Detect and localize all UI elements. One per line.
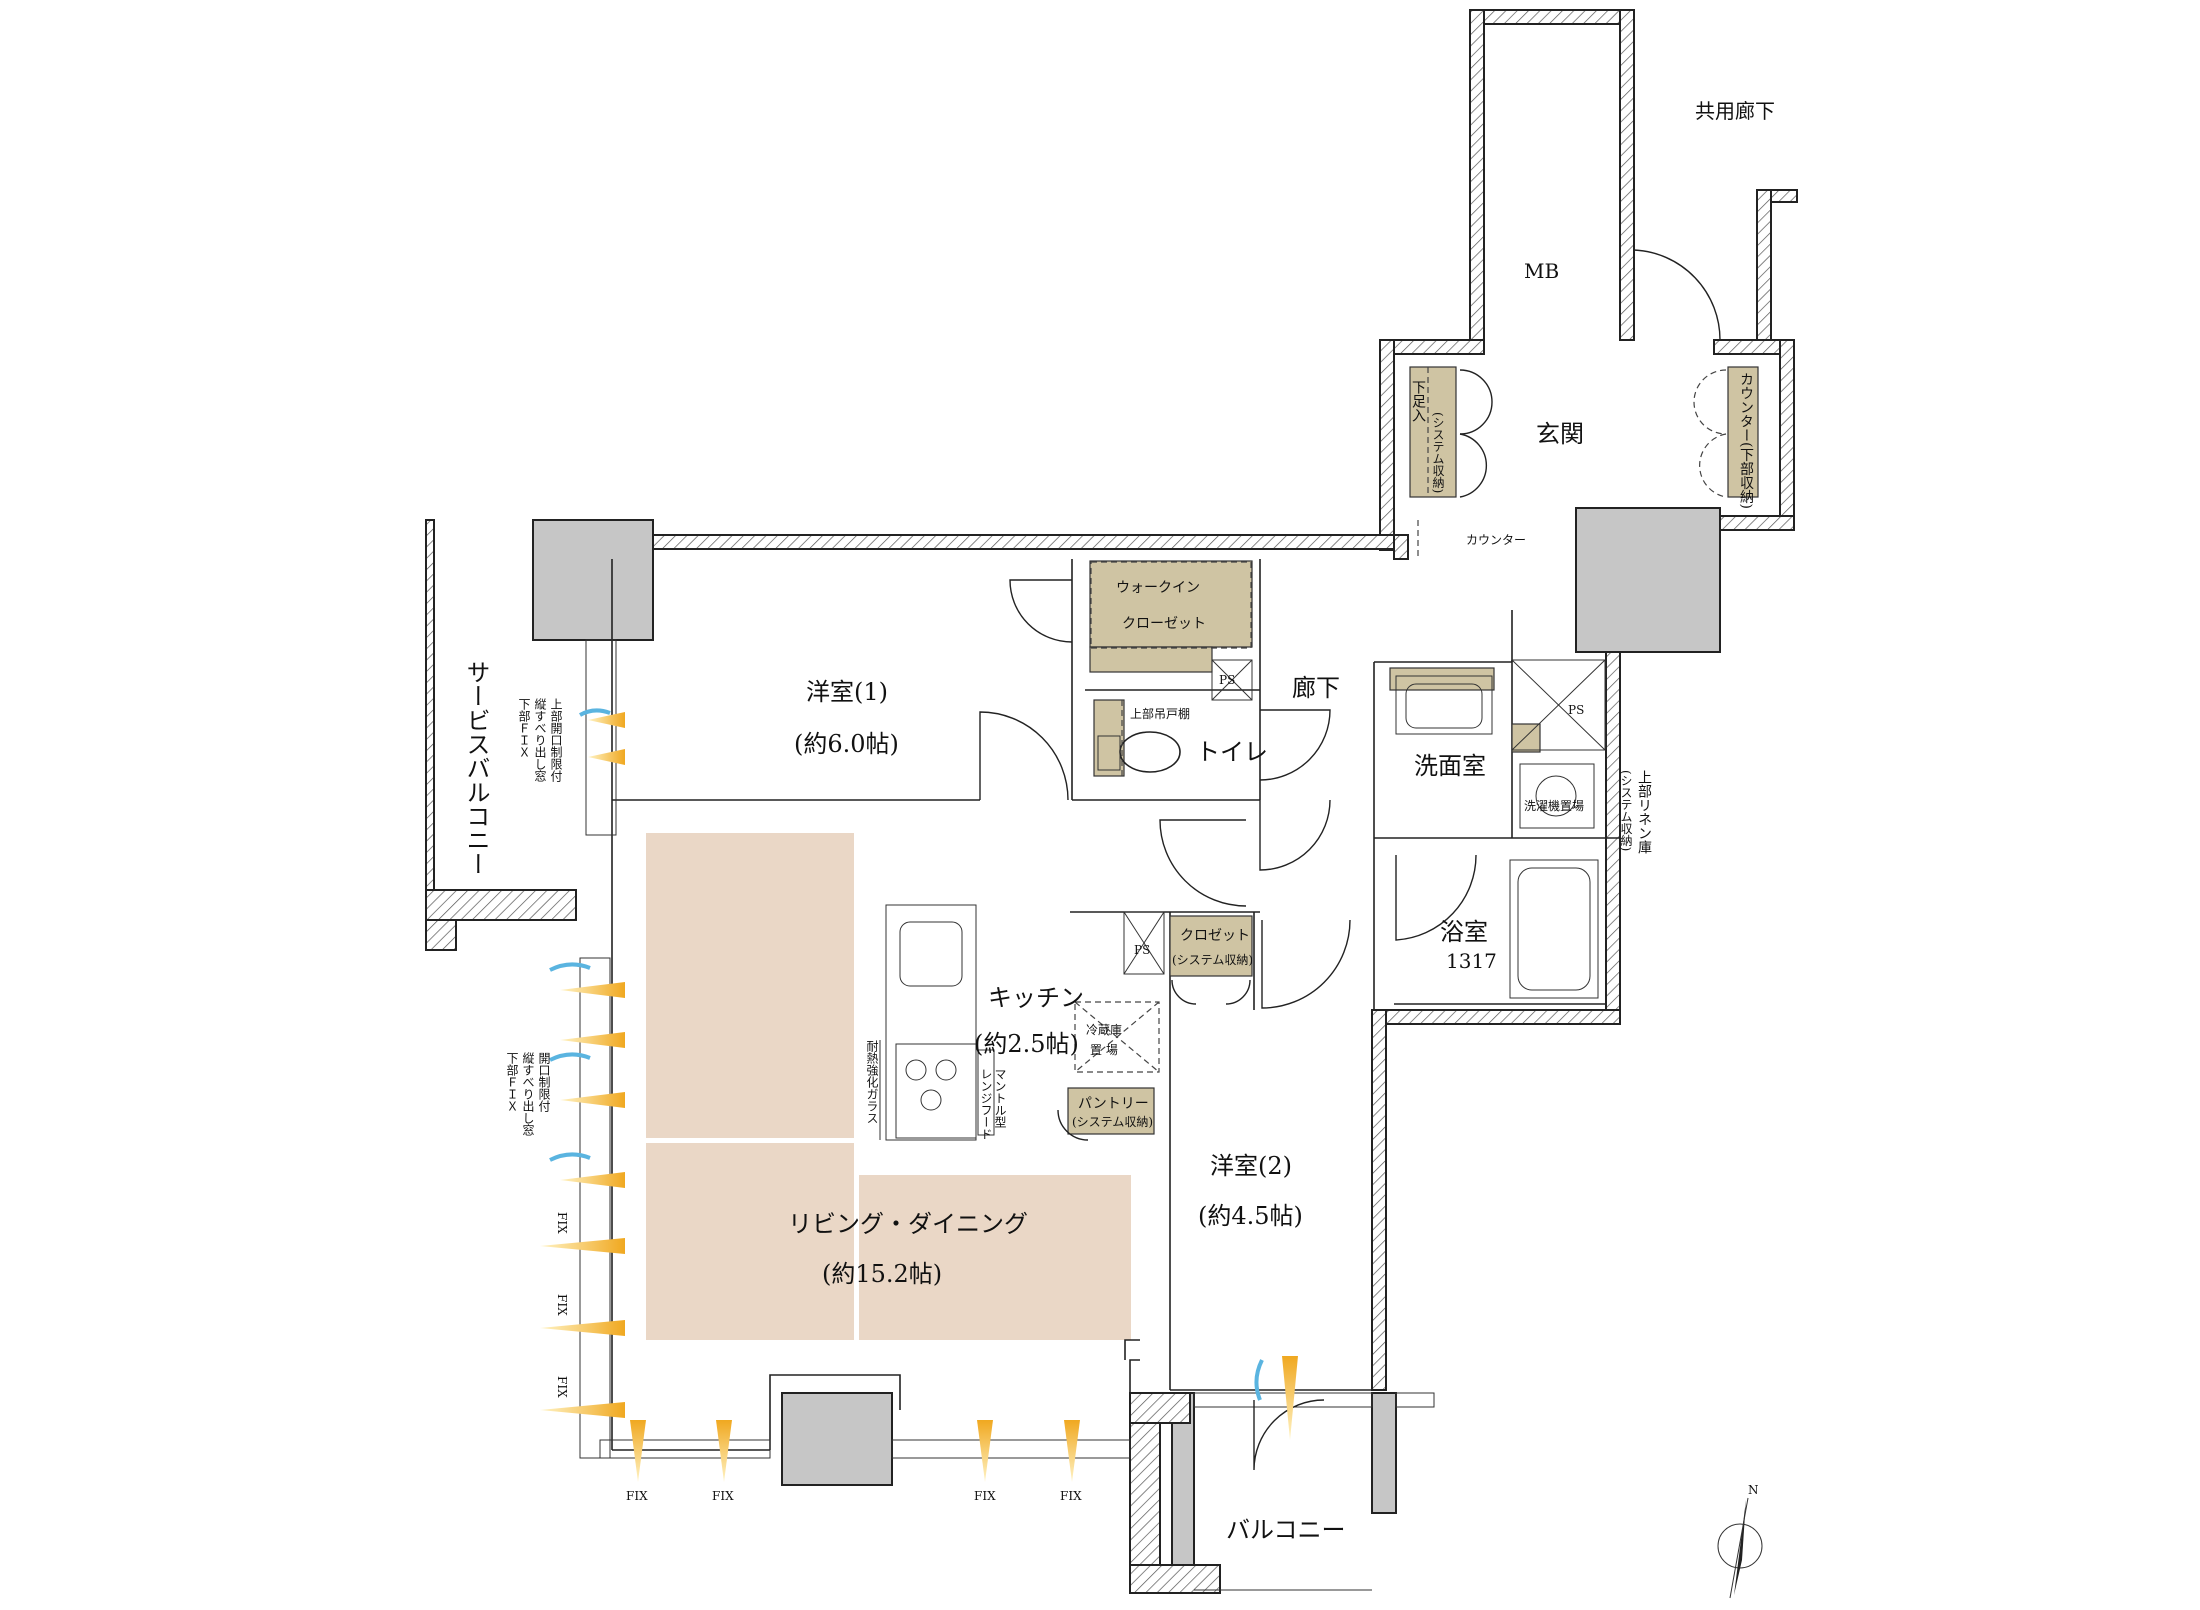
mb-label: MB: [1524, 259, 1559, 283]
fridge-label: 冷蔵庫: [1086, 1023, 1122, 1037]
shoe-storage-sub-label: (システム収納): [1431, 412, 1445, 493]
toilet-label: トイレ: [1196, 738, 1268, 766]
exterior-walls: [425, 9, 1798, 1391]
window-note-3: 下部ＦＩＸ: [517, 698, 531, 758]
kitchen-size-label: (約2.5帖): [974, 1030, 1079, 1058]
interior-walls: [579, 559, 1620, 1591]
north-label: N: [1748, 1483, 1759, 1497]
upper-linen-sub-label: (システム収納): [1619, 770, 1633, 851]
western1-label: 洋室(1): [806, 678, 888, 706]
western2-size-label: (約4.5帖): [1198, 1202, 1303, 1230]
balcony-label: バルコニー: [1226, 1516, 1346, 1544]
hallway-label: 廊下: [1292, 674, 1340, 702]
structural-columns: [532, 507, 1721, 1594]
fridge-label-2: 置 場: [1090, 1043, 1118, 1057]
window-note-4: 開口制限付: [537, 1052, 551, 1113]
bath-size-label: 1317: [1446, 949, 1497, 973]
closet2-sub-label: (システム収納): [1172, 953, 1253, 967]
storage-units: [1067, 366, 1759, 1135]
common-corridor-label: 共用廊下: [1695, 99, 1775, 123]
ps-label-2: PS: [1568, 703, 1584, 717]
glass-label: 耐熱強化ガラス: [865, 1040, 879, 1124]
ps-label-1: PS: [1219, 673, 1235, 687]
closet2-label: クロゼット: [1180, 928, 1250, 944]
window-airflow-markers: [540, 708, 1298, 1482]
hood-label: マントル型: [993, 1068, 1007, 1128]
window-note-2: 縦すべり出し窓: [533, 698, 547, 782]
fix-label-2: FIX: [555, 1294, 569, 1316]
fix-label-7: FIX: [1060, 1489, 1082, 1503]
window-note-1: 上部開口制限付: [549, 698, 563, 783]
washer-label: 洗濯機置場: [1524, 798, 1584, 813]
western1-size-label: (約6.0帖): [794, 730, 899, 758]
fix-label-5: FIX: [712, 1489, 734, 1503]
fix-label-3: FIX: [555, 1376, 569, 1398]
walkin-label: ウォークイン: [1116, 580, 1200, 596]
living-floor-area: [646, 833, 1131, 1340]
fix-label-6: FIX: [974, 1489, 996, 1503]
fix-label-4: FIX: [626, 1489, 648, 1503]
kitchen-label: キッチン: [988, 984, 1084, 1012]
walkin-closet-label: クローゼット: [1122, 616, 1206, 632]
washroom-label: 洗面室: [1414, 752, 1486, 780]
western2-label: 洋室(2): [1210, 1152, 1292, 1180]
entrance-label: 玄関: [1536, 420, 1584, 448]
fixtures: [879, 367, 1606, 1141]
window-note-6: 下部ＦＩＸ: [505, 1052, 519, 1112]
door-swings: [979, 249, 1727, 1471]
north-arrow: N: [1717, 1483, 1763, 1599]
pantry-sub-label: (システム収納): [1072, 1115, 1153, 1129]
upper-shelf-label: 上部吊戸棚: [1130, 706, 1190, 721]
living-label: リビング・ダイニング: [788, 1210, 1028, 1238]
counter-storage-label: カウンター(下部収納): [1738, 372, 1754, 509]
living-size-label: (約15.2帖): [822, 1260, 942, 1288]
shoe-storage-label: 下足入: [1410, 380, 1426, 422]
window-note-5: 縦すべり出し窓: [521, 1052, 535, 1136]
service-balcony-label: サービスバルコニー: [462, 660, 490, 876]
fix-label-1: FIX: [555, 1212, 569, 1234]
room-labels: 共用廊下 MB 玄関 下足入 (システム収納) カウンター(下部収納) カウンタ…: [462, 99, 1775, 1544]
pantry-label: パントリー: [1078, 1096, 1149, 1112]
upper-linen-label: 上部リネン庫: [1636, 770, 1652, 854]
bath-label: 浴室: [1440, 918, 1488, 946]
ps-label-3: PS: [1134, 943, 1150, 957]
hood-label-2: レンジフード: [979, 1068, 993, 1140]
counter-label: カウンター: [1466, 533, 1526, 547]
